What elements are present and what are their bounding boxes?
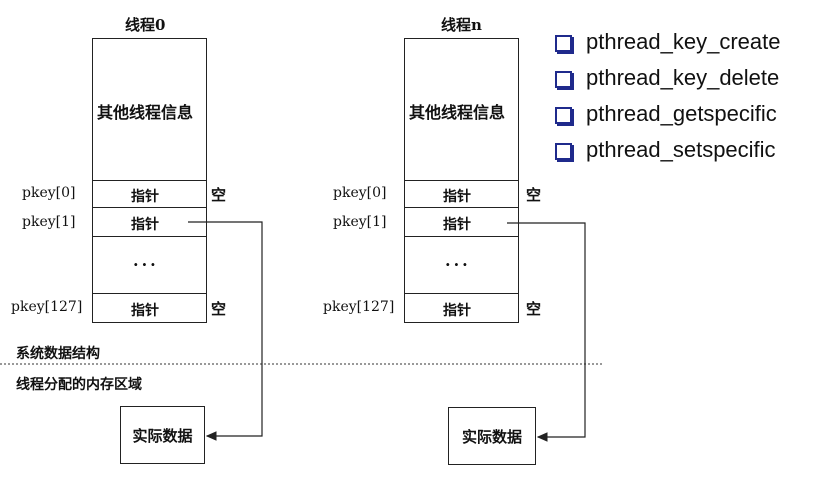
section-system-data: 系统数据结构	[16, 346, 100, 362]
thread-n-pointer-0: 指针	[443, 189, 471, 205]
thread-n-label-pkey127: pkey[127]	[323, 299, 395, 315]
thread-0-title: 线程0	[125, 16, 166, 34]
thread-0-null-0: 空	[211, 186, 227, 204]
thread-0-info-label: 其他线程信息	[97, 103, 194, 122]
thread-0-actual-data: 实际数据	[120, 406, 205, 464]
thread-n-row-pkey127: 指针	[404, 293, 519, 323]
thread-0-pointer-1: 指针	[131, 217, 159, 233]
api-item-getspecific: pthread_getspecific	[555, 101, 777, 127]
thread-n-row-pkey1: 指针	[404, 207, 519, 237]
thread-0-row-pkey0: 指针	[92, 180, 207, 208]
thread-n-null-0: 空	[526, 186, 542, 204]
thread-n-info-box: 其他线程信息	[404, 38, 519, 181]
api-item-setspecific: pthread_setspecific	[555, 137, 776, 163]
api-item-key-create: pthread_key_create	[555, 29, 780, 55]
thread-0-ellipsis: ···	[133, 255, 159, 274]
thread-n-label-pkey0: pkey[0]	[333, 185, 387, 201]
thread-0-row-pkey127: 指针	[92, 293, 207, 323]
thread-n-title: 线程n	[441, 16, 482, 34]
api-name: pthread_setspecific	[586, 137, 776, 162]
thread-n-ellipsis: ···	[445, 255, 471, 274]
checkbox-bullet-icon	[555, 34, 572, 52]
api-name: pthread_key_create	[586, 29, 781, 54]
api-name: pthread_getspecific	[586, 101, 777, 126]
thread-n-pointer-1: 指针	[443, 217, 471, 233]
thread-0-info-box: 其他线程信息	[92, 38, 207, 181]
thread-n-pointer-arrow	[507, 222, 586, 442]
thread-0-row-ellipsis: ···	[92, 236, 207, 294]
thread-0-pointer-0: 指针	[131, 189, 159, 205]
checkbox-bullet-icon	[555, 70, 572, 88]
thread-n-null-127: 空	[526, 300, 542, 318]
thread-n-label-pkey1: pkey[1]	[333, 214, 387, 230]
api-item-key-delete: pthread_key_delete	[555, 65, 779, 91]
thread-0-label-pkey127: pkey[127]	[11, 299, 83, 315]
thread-n-actual-data: 实际数据	[448, 407, 536, 465]
thread-n-row-ellipsis: ···	[404, 236, 519, 294]
thread-0-label-pkey1: pkey[1]	[22, 214, 76, 230]
thread-0-pointer-arrow	[188, 221, 263, 441]
thread-0-null-127: 空	[211, 300, 227, 318]
checkbox-bullet-icon	[555, 142, 572, 160]
thread-0-label-pkey0: pkey[0]	[22, 185, 76, 201]
thread-n-pointer-127: 指针	[443, 303, 471, 319]
thread-n-info-label: 其他线程信息	[409, 103, 506, 122]
section-thread-memory: 线程分配的内存区域	[16, 377, 142, 393]
thread-0-pointer-127: 指针	[131, 303, 159, 319]
checkbox-bullet-icon	[555, 106, 572, 124]
api-name: pthread_key_delete	[586, 65, 780, 90]
